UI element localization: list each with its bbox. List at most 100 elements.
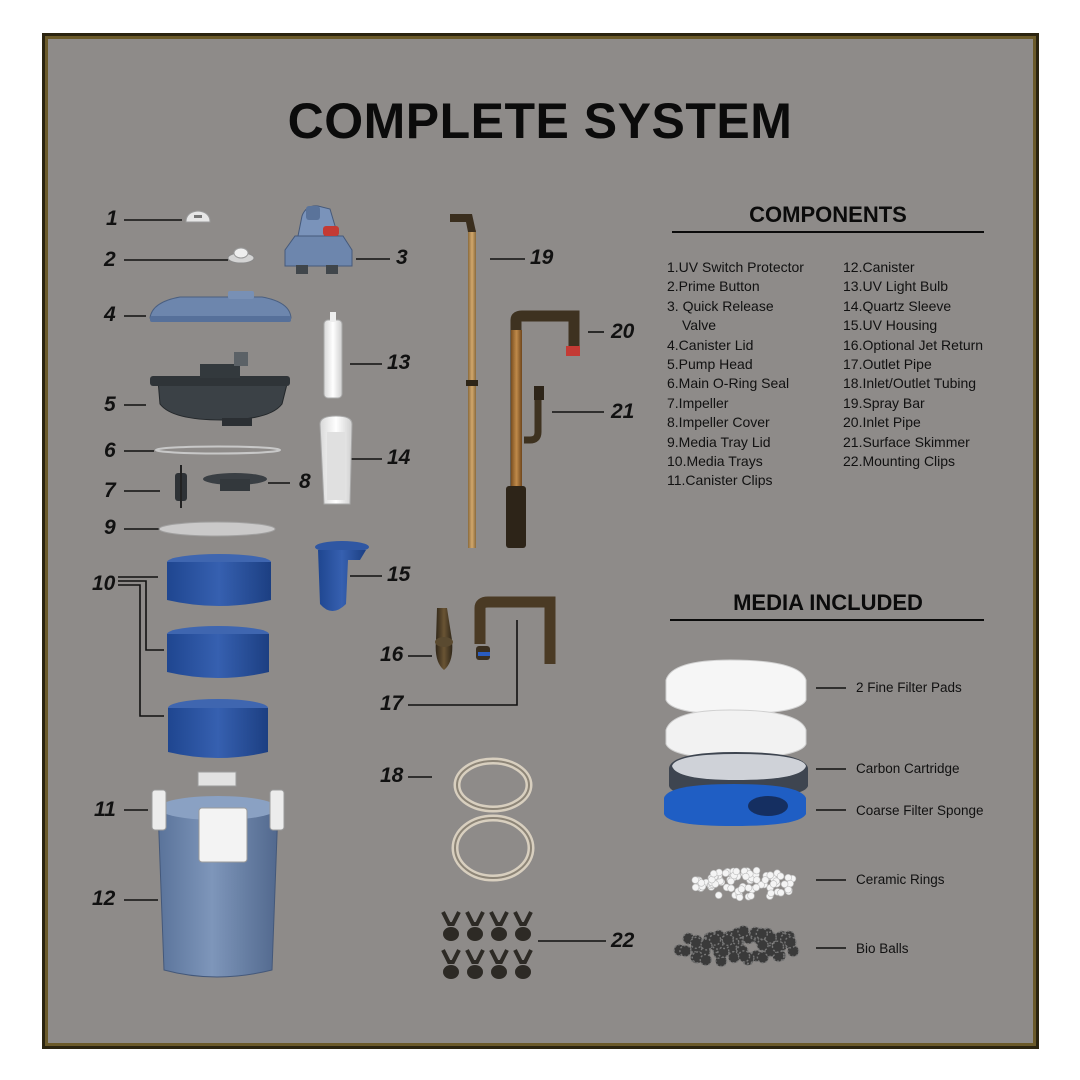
ceramic-ring bbox=[735, 893, 744, 902]
inlet-pipe-part bbox=[506, 310, 580, 548]
media-tray-lid-part bbox=[158, 521, 276, 537]
callout-4: 4 bbox=[104, 303, 116, 326]
ceramic-ring bbox=[727, 884, 735, 892]
ceramic-ring bbox=[742, 872, 750, 881]
component-item: 5.Pump Head bbox=[667, 356, 753, 373]
callout-10: 10 bbox=[92, 572, 116, 595]
quartz-sleeve-part bbox=[319, 415, 353, 505]
callout-7: 7 bbox=[104, 479, 116, 502]
component-item: 7.Impeller bbox=[667, 394, 729, 411]
prime-button-part bbox=[227, 247, 255, 264]
ceramic-ring bbox=[780, 880, 789, 888]
component-item: 3. Quick Release bbox=[667, 297, 774, 314]
bio-ball bbox=[708, 933, 722, 946]
callout-6: 6 bbox=[104, 439, 116, 462]
component-item: 19.Spray Bar bbox=[843, 394, 925, 411]
ceramic-ring bbox=[766, 871, 774, 879]
components-list-col1: 1.UV Switch Protector 2.Prime Button 3. … bbox=[667, 258, 804, 491]
bio-ball bbox=[755, 927, 768, 940]
callout-12: 12 bbox=[92, 887, 116, 910]
outlet-pipe-part bbox=[474, 596, 556, 664]
callout-11: 11 bbox=[94, 798, 116, 821]
media-trays-part bbox=[167, 554, 271, 758]
media-label-sponge: Coarse Filter Sponge bbox=[856, 803, 984, 818]
uv-housing-part bbox=[315, 541, 369, 611]
bio-ball bbox=[737, 925, 750, 938]
component-item: 21.Surface Skimmer bbox=[843, 433, 970, 450]
component-item: 16.Optional Jet Return bbox=[843, 336, 984, 353]
ceramic-ring bbox=[727, 877, 735, 885]
uv-light-bulb-part bbox=[323, 312, 343, 399]
mounting-clip bbox=[465, 911, 485, 941]
callout-18: 18 bbox=[380, 764, 404, 787]
leader-lines bbox=[118, 219, 846, 949]
component-item: 10.Media Trays bbox=[667, 453, 763, 470]
ceramic-ring bbox=[769, 880, 778, 888]
ceramic-ring bbox=[776, 872, 785, 880]
ceramic-ring bbox=[752, 883, 760, 892]
bio-ball bbox=[690, 936, 703, 949]
surface-skimmer-part bbox=[524, 386, 544, 444]
component-item: 11.Canister Clips bbox=[667, 472, 773, 489]
component-item: 17.Outlet Pipe bbox=[843, 356, 932, 373]
component-item: 14.Quartz Sleeve bbox=[843, 297, 952, 314]
ceramic-ring bbox=[732, 867, 741, 876]
media-label-carbon: Carbon Cartridge bbox=[856, 761, 960, 776]
callout-9: 9 bbox=[104, 516, 116, 539]
mounting-clip bbox=[465, 949, 485, 979]
components-heading: COMPONENTS bbox=[749, 202, 907, 227]
ceramic-ring bbox=[752, 866, 761, 875]
ceramic-ring bbox=[721, 869, 730, 877]
pump-head-part bbox=[150, 352, 290, 426]
callout-19: 19 bbox=[530, 246, 554, 269]
ceramic-ring bbox=[691, 883, 700, 892]
mounting-clip bbox=[513, 949, 533, 979]
components-list-col2: 12.Canister 13.UV Light Bulb 14.Quartz S… bbox=[843, 258, 983, 471]
canister-lid-part bbox=[149, 291, 292, 322]
callout-22: 22 bbox=[611, 929, 635, 952]
component-item: 4.Canister Lid bbox=[667, 336, 754, 353]
jet-return-part bbox=[435, 608, 453, 670]
ceramic-ring bbox=[784, 885, 792, 894]
impeller-cover-part bbox=[203, 473, 267, 491]
mounting-clip bbox=[489, 949, 509, 979]
media-label-bio-balls: Bio Balls bbox=[856, 941, 909, 956]
bio-ball bbox=[699, 953, 712, 967]
component-item: 15.UV Housing bbox=[843, 317, 938, 334]
component-item: 1.UV Switch Protector bbox=[667, 259, 804, 275]
callout-21: 21 bbox=[611, 400, 635, 423]
bio-balls-media bbox=[673, 925, 800, 968]
bio-ball bbox=[784, 936, 797, 949]
callout-1: 1 bbox=[106, 207, 118, 230]
component-item: 9.Media Tray Lid bbox=[667, 433, 771, 450]
component-item: 18.Inlet/Outlet Tubing bbox=[843, 375, 977, 392]
bio-ball bbox=[679, 944, 692, 958]
component-item: 6.Main O-Ring Seal bbox=[667, 375, 790, 392]
mounting-clip bbox=[489, 911, 509, 941]
ceramic-ring bbox=[709, 869, 718, 878]
mounting-clips-part bbox=[441, 911, 533, 979]
callout-20: 20 bbox=[611, 320, 635, 343]
fine-filter-pads-media bbox=[665, 659, 807, 759]
media-rule bbox=[670, 619, 984, 621]
ceramic-ring bbox=[744, 884, 753, 892]
quick-release-valve-part bbox=[284, 205, 353, 274]
component-item: 20.Inlet Pipe bbox=[843, 414, 921, 431]
coarse-filter-sponge-media bbox=[664, 784, 806, 826]
canister-part bbox=[151, 771, 285, 978]
component-item: 13.UV Light Bulb bbox=[843, 278, 949, 295]
impeller-part bbox=[175, 465, 187, 508]
callout-8: 8 bbox=[299, 470, 311, 493]
callout-3: 3 bbox=[396, 246, 408, 269]
callout-2: 2 bbox=[104, 248, 116, 271]
ceramic-ring bbox=[777, 888, 785, 897]
ceramic-rings-media bbox=[691, 866, 797, 902]
spray-bar-part bbox=[450, 214, 478, 548]
callout-15: 15 bbox=[387, 563, 411, 586]
o-ring-seal-part bbox=[155, 445, 281, 455]
components-rule bbox=[672, 231, 984, 233]
uv-switch-protector-part bbox=[185, 210, 211, 223]
media-label-ceramic: Ceramic Rings bbox=[856, 872, 945, 887]
ceramic-ring bbox=[737, 885, 746, 893]
